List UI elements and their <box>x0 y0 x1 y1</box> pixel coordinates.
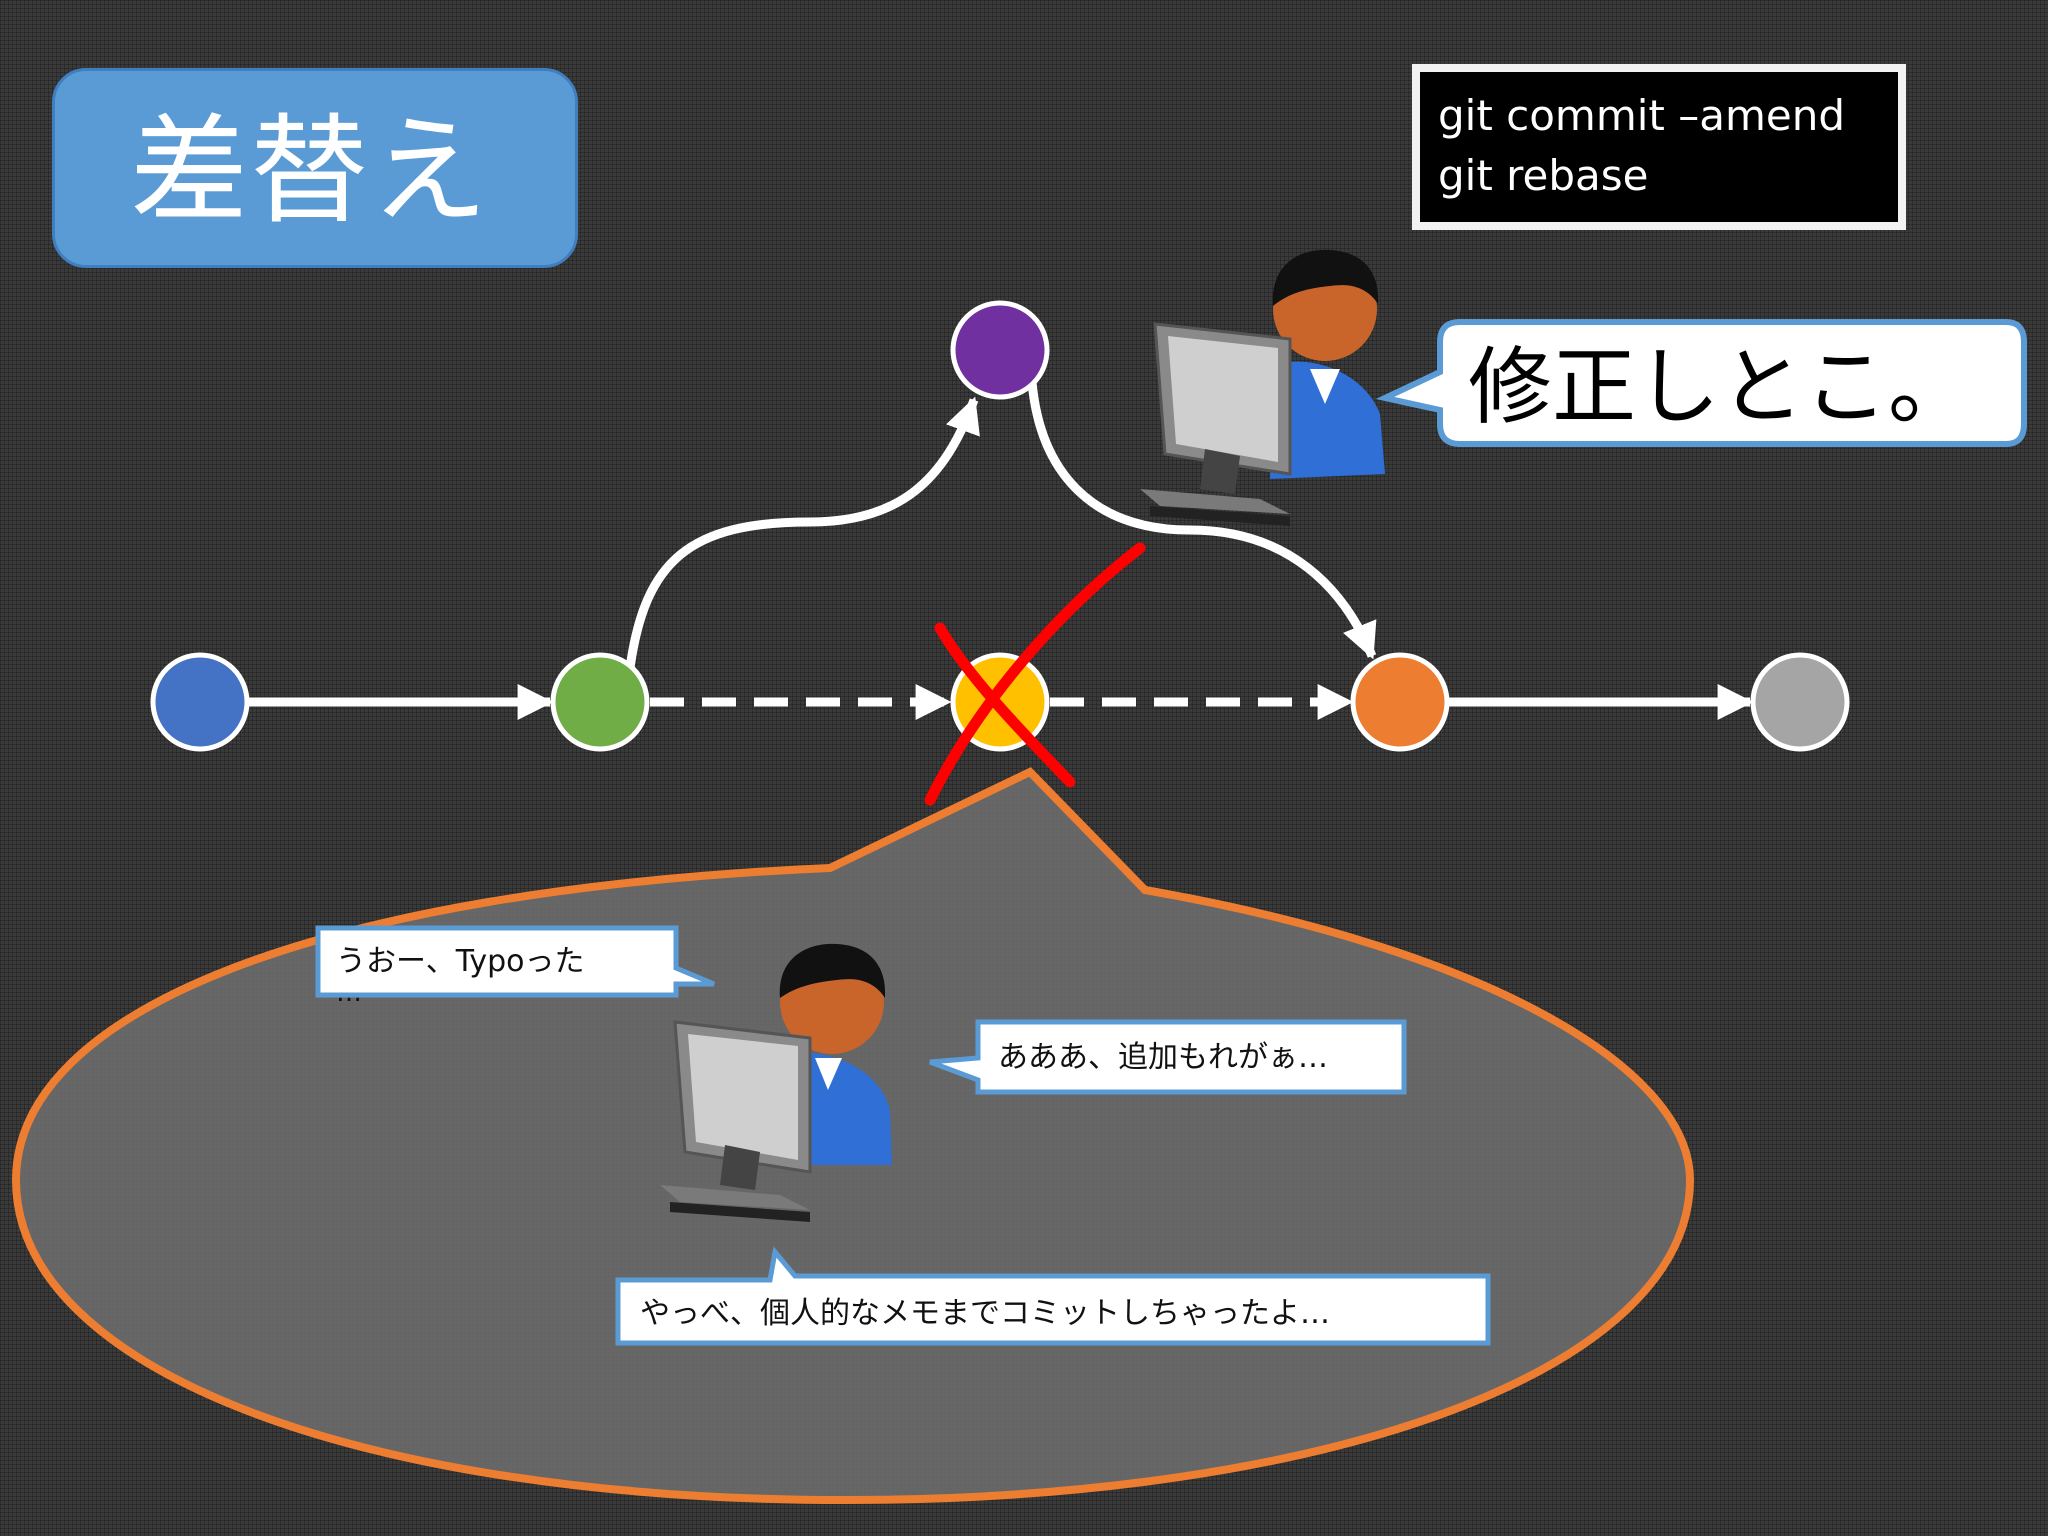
edge-green-purple <box>625 396 980 669</box>
speech-typo-continuation: … <box>336 978 362 1008</box>
page-title: 差替え <box>52 68 578 268</box>
speech-bubble-typo <box>315 925 715 998</box>
speech-forgot-text: あああ、追加もれがぁ… <box>998 1040 1328 1075</box>
command-box: git commit –amend git rebase <box>1412 64 1906 230</box>
speech-bubble-memo <box>615 1246 1491 1346</box>
commit-gray <box>1750 652 1850 752</box>
speech-typo-text: うおー、Typoった <box>336 944 585 979</box>
person-at-computer-icon <box>660 943 892 1222</box>
commit-orange <box>1350 652 1450 752</box>
command-line-amend: git commit –amend <box>1438 91 1846 140</box>
commit-purple <box>950 300 1050 400</box>
speech-bubble-forgot <box>929 1019 1407 1095</box>
person-at-computer-icon <box>1140 249 1385 526</box>
cross-mark-icon <box>924 542 1146 806</box>
commit-blue <box>150 652 250 752</box>
edge-purple-orange <box>1027 381 1377 660</box>
speech-memo-text: やっべ、個人的なメモまでコミットしちゃったよ… <box>640 1296 1330 1331</box>
speech-main-text: 修正しとこ。 <box>1468 338 1973 436</box>
command-line-rebase: git rebase <box>1438 151 1649 200</box>
commit-green <box>550 652 650 752</box>
speech-bubble-main <box>1375 319 2027 447</box>
